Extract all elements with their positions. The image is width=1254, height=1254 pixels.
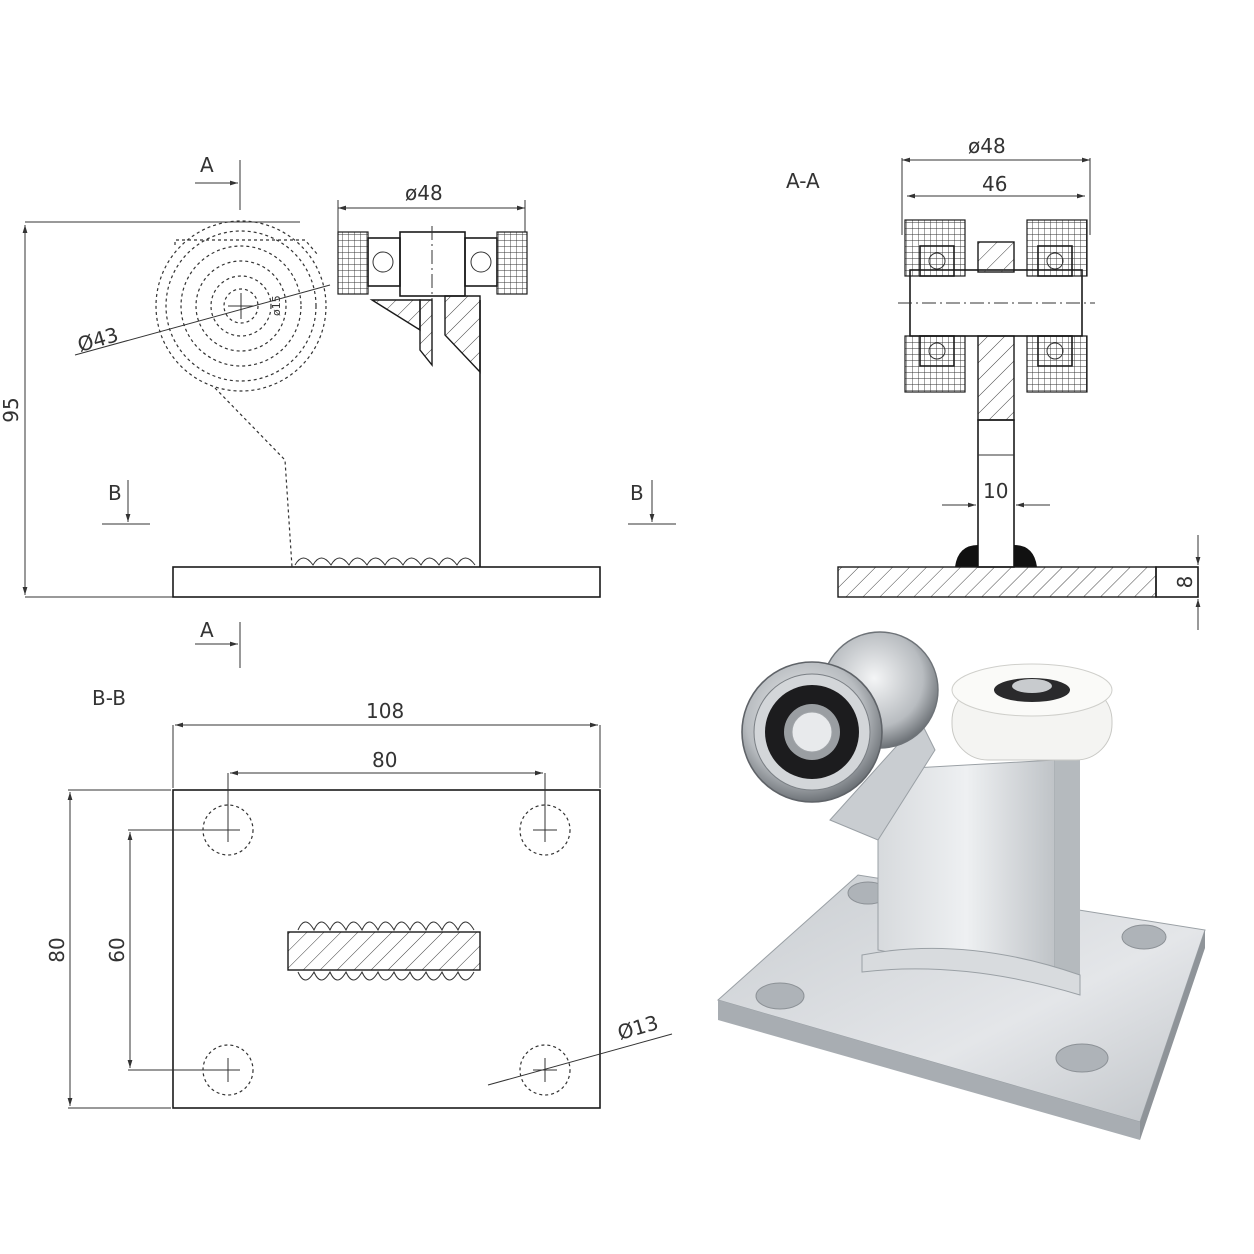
dim-aa-outer-48: ø48 [968,134,1006,158]
section-marker-a-bottom: A [195,618,241,668]
dim-aa-stem-10: 10 [983,479,1008,503]
bb-base-plate [172,789,601,1109]
section-label-a-top: A [200,153,214,177]
side-wheel: Ø43 ø15 [75,220,331,392]
side-view: A 95 Ø43 [0,153,676,668]
section-label-b-left: B [108,481,122,505]
dim-bb-spacing-80: 80 [372,748,397,772]
dim-wheel-dia-43: Ø43 [75,322,121,356]
dim-height-95: 95 [0,397,23,422]
dim-roller-dia-48: ø48 [405,181,443,205]
height-dimension: 95 [0,221,300,598]
dim-bb-length-108: 108 [366,699,404,723]
section-marker-b-left: B [102,480,150,525]
dim-bb-height-80: 80 [45,937,69,962]
dim-aa-width-46: 46 [982,172,1007,196]
section-label-b-right: B [630,481,644,505]
section-bb-view: B-B 108 80 80 60 [45,686,673,1109]
side-weld-bead [294,557,476,566]
section-marker-b-right: B [628,480,676,525]
view-title-aa: A-A [786,169,820,193]
side-base-plate [172,566,601,598]
bb-mounting-holes [202,804,571,1096]
dim-bb-hole-13: Ø13 [615,1010,661,1044]
bb-upright-section [287,931,481,971]
section-marker-a-top: A [195,153,241,210]
product-render [716,631,1206,1140]
side-top-roller: ø48 [337,181,528,374]
dim-bearing-15: ø15 [270,295,283,316]
section-label-a-bottom: A [200,618,214,642]
section-aa-view: A-A ø48 46 10 [786,134,1201,630]
dim-bb-spacing-60: 60 [105,937,129,962]
dim-aa-plate-8: 8 [1173,576,1197,589]
view-title-bb: B-B [92,686,126,710]
